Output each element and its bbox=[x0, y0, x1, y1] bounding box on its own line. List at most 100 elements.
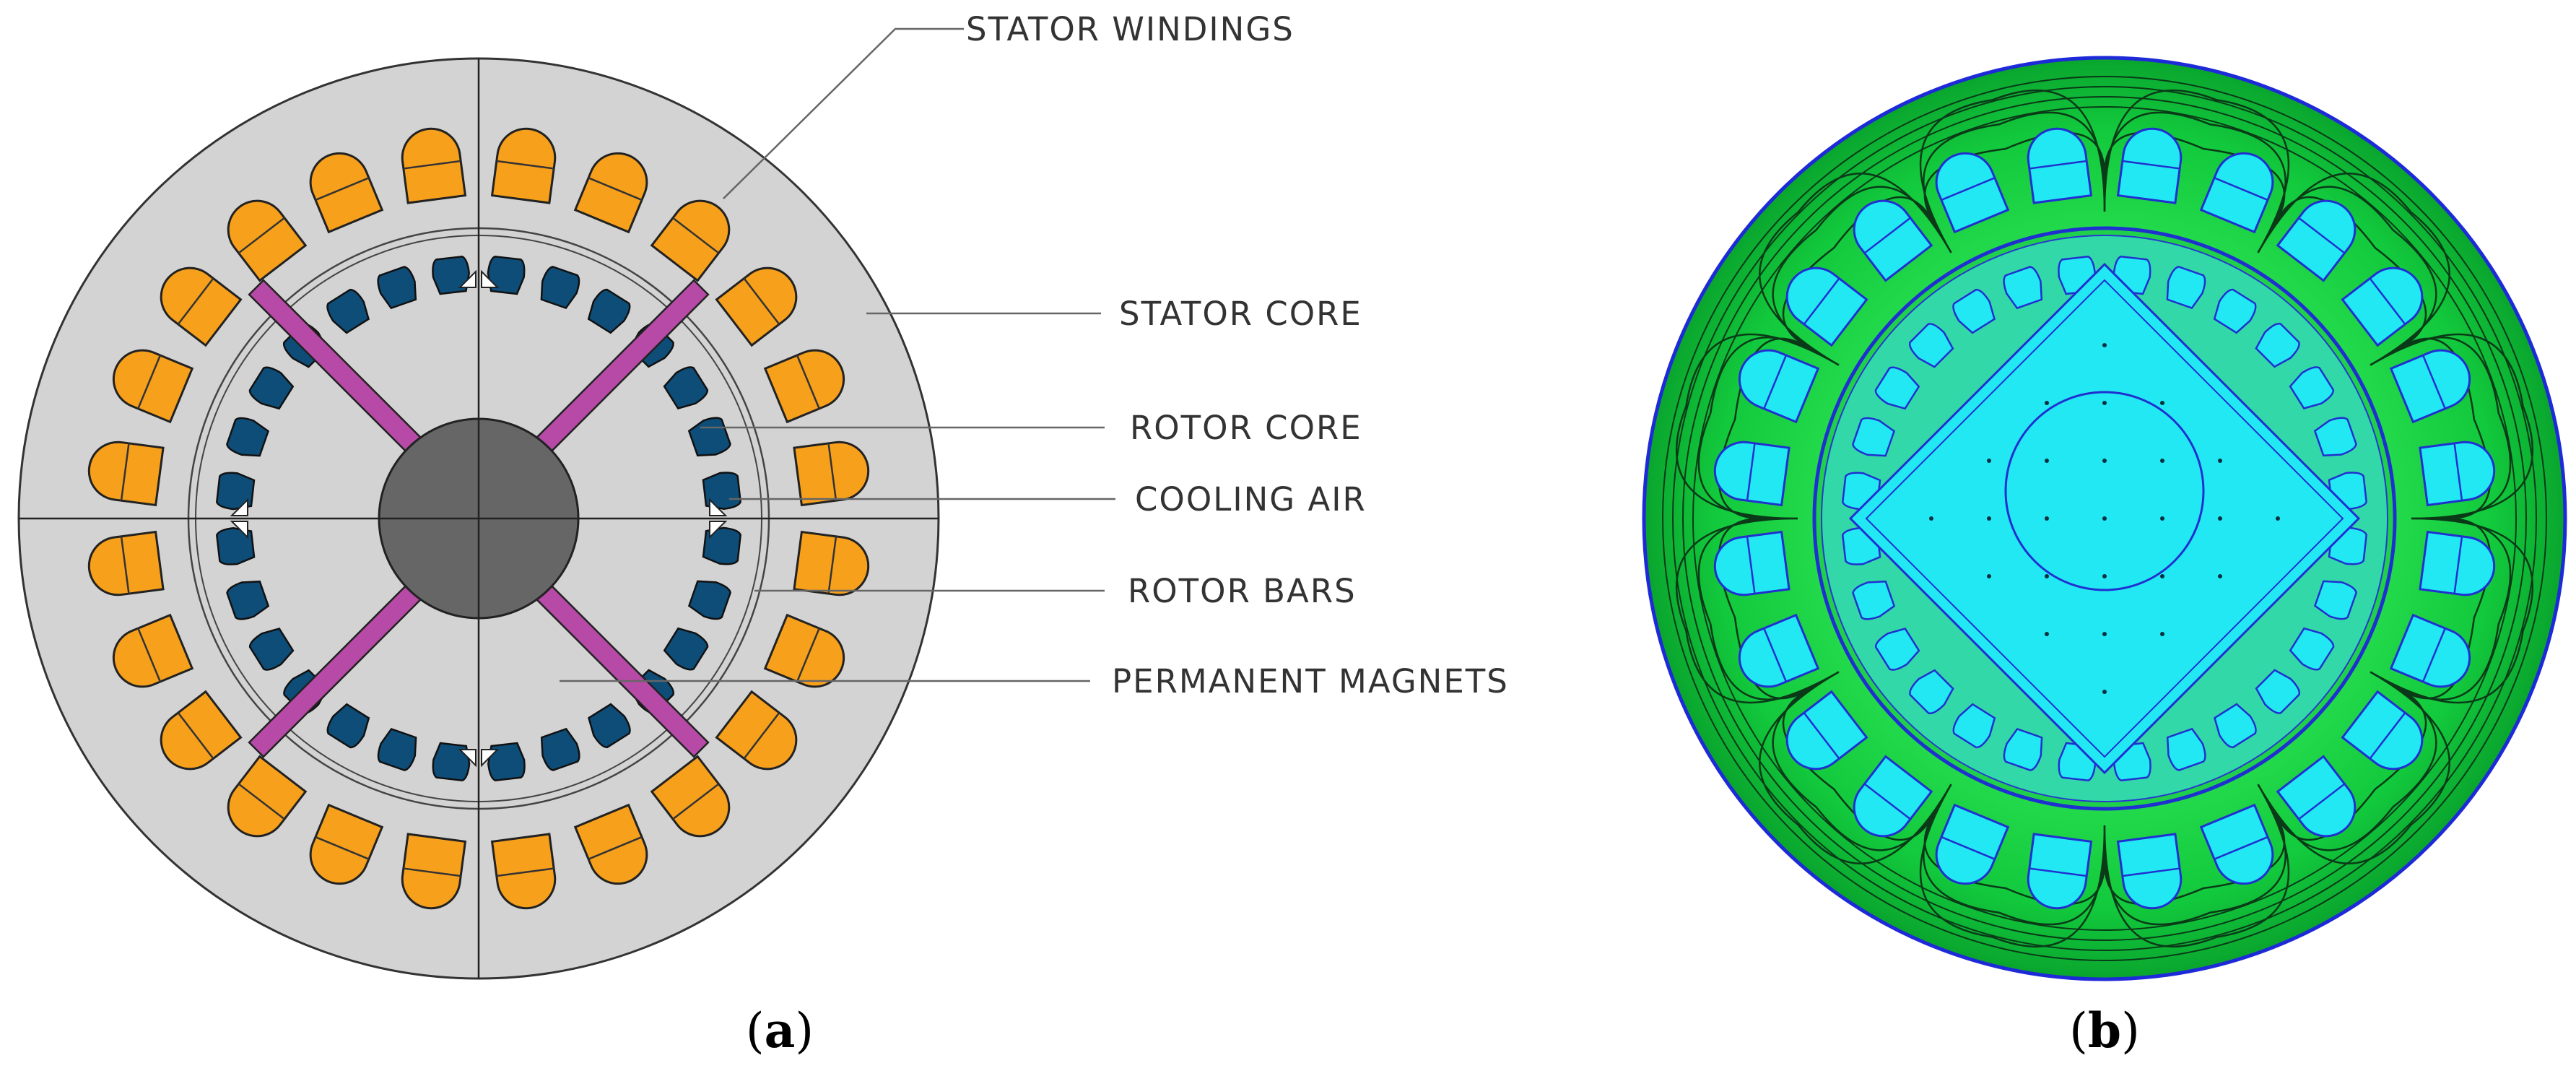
flux-line bbox=[2370, 333, 2534, 520]
field-vector-dot bbox=[2102, 459, 2107, 463]
flux-line bbox=[1782, 689, 1934, 841]
field-rotor-slot bbox=[2289, 366, 2335, 409]
stator-winding bbox=[650, 199, 731, 282]
field-rotor-slot bbox=[2214, 703, 2257, 749]
flux-line bbox=[2266, 680, 2437, 851]
cooling-air-gap bbox=[481, 269, 500, 288]
field-stator-slot bbox=[1935, 152, 2010, 234]
rotor-bar bbox=[226, 580, 270, 620]
field-vector-dot bbox=[2045, 516, 2049, 521]
stator-winding bbox=[309, 803, 384, 885]
field-stator-slot bbox=[1713, 441, 1790, 507]
field-stator-slot bbox=[2341, 690, 2424, 771]
stator-winding bbox=[112, 613, 194, 688]
field-rotor-slot bbox=[2255, 322, 2300, 368]
flux-lines-group bbox=[1662, 76, 2547, 961]
field-stator-slot bbox=[2199, 152, 2274, 234]
field-rotor-slot bbox=[2289, 627, 2335, 671]
field-stator-slot bbox=[2116, 127, 2183, 204]
flux-line bbox=[1923, 815, 2106, 906]
label-cooling-air: COOLING AIR bbox=[1135, 480, 1367, 519]
flux-line bbox=[1923, 799, 2106, 926]
field-vector-dot bbox=[2218, 516, 2222, 521]
field-rotor-slot bbox=[2213, 288, 2257, 334]
field-stator-slot bbox=[1853, 199, 1933, 282]
field-vector-dot bbox=[2160, 574, 2164, 578]
rotor-bar bbox=[326, 288, 370, 334]
field-stator-slot bbox=[1785, 690, 1868, 771]
stator-windings-group bbox=[87, 127, 870, 910]
stator-winding bbox=[763, 613, 845, 688]
field-shaft-contour bbox=[2004, 391, 2205, 591]
flux-line bbox=[1675, 333, 1840, 520]
stator-winding bbox=[763, 349, 845, 424]
field-rotor-slot bbox=[2003, 266, 2043, 310]
field-rotor-slot bbox=[1874, 366, 1920, 410]
flux-line bbox=[1697, 517, 1824, 700]
field-stator-slot bbox=[2389, 349, 2471, 424]
field-vector-dot bbox=[2276, 516, 2280, 521]
flux-line bbox=[1697, 337, 1824, 520]
field-vector-dot bbox=[2102, 516, 2107, 521]
flux-line bbox=[2401, 517, 2492, 700]
flux-line bbox=[2275, 689, 2427, 841]
flux-line bbox=[2266, 186, 2437, 357]
flux-line bbox=[1919, 784, 2106, 948]
stator-winding bbox=[793, 441, 870, 507]
field-vector-dot bbox=[1987, 516, 1991, 521]
flux-line bbox=[2370, 517, 2534, 704]
label-stator-windings: STATOR WINDINGS bbox=[966, 10, 1294, 48]
field-stator-slots bbox=[1713, 127, 2496, 910]
stator-winding bbox=[227, 755, 308, 838]
field-rotor-slots bbox=[1841, 255, 2368, 782]
field-simulation bbox=[1642, 56, 2567, 981]
field-stator-slot bbox=[2027, 127, 2093, 204]
flux-line bbox=[1675, 517, 1840, 704]
stator-winding bbox=[87, 441, 165, 507]
flux-line bbox=[2257, 173, 2450, 366]
label-rotor-bars: ROTOR BARS bbox=[1128, 572, 1357, 610]
field-rotor-slot bbox=[1852, 417, 1896, 457]
field-vector-dot bbox=[2160, 632, 2164, 636]
stator-winding bbox=[160, 266, 243, 347]
field-stator-slot bbox=[2199, 803, 2274, 885]
field-vector-dots bbox=[1929, 343, 2280, 694]
field-stator-slot bbox=[2276, 755, 2357, 838]
field-rotor-slot bbox=[2313, 417, 2357, 457]
flux-line bbox=[2257, 671, 2450, 864]
field-rotor-slot bbox=[1874, 628, 1920, 671]
rotor-bar bbox=[687, 580, 731, 620]
leader-stator-windings bbox=[723, 27, 964, 199]
flux-line bbox=[1923, 111, 2106, 238]
stator-winding bbox=[401, 833, 467, 910]
rotor-bar bbox=[226, 417, 270, 457]
field-rotor-slot bbox=[2255, 669, 2301, 714]
flux-line bbox=[1923, 131, 2106, 222]
rotor-bar bbox=[215, 527, 256, 565]
rotor-bar bbox=[487, 742, 526, 782]
label-permanent-magnets: PERMANENT MAGNETS bbox=[1112, 662, 1509, 700]
cooling-air-gap bbox=[709, 498, 728, 516]
flux-line bbox=[1718, 517, 1809, 700]
rotor-bar bbox=[540, 727, 580, 771]
field-stator-slot bbox=[1738, 349, 1820, 424]
field-stator-slot bbox=[2419, 441, 2496, 507]
field-stator-slot bbox=[1935, 803, 2010, 885]
field-vector-dot bbox=[2102, 574, 2107, 578]
field-rotor-slot bbox=[1952, 288, 1996, 334]
stator-winding bbox=[793, 530, 870, 596]
panel-label-b: (b) bbox=[2069, 1002, 2140, 1059]
field-vector-dot bbox=[2218, 574, 2222, 578]
field-rotor-slot bbox=[2313, 580, 2357, 620]
field-vector-dot bbox=[2102, 343, 2107, 347]
field-vector-dot bbox=[2045, 632, 2049, 636]
flux-line bbox=[1782, 196, 1934, 348]
stator-winding bbox=[490, 833, 557, 910]
flux-line bbox=[2401, 337, 2492, 520]
label-rotor-core: ROTOR CORE bbox=[1130, 409, 1362, 447]
cooling-air-gap bbox=[458, 269, 477, 288]
field-rotor-slot bbox=[2166, 727, 2206, 771]
flux-line bbox=[2103, 815, 2286, 906]
flux-line bbox=[2385, 337, 2512, 520]
flux-line bbox=[2275, 196, 2427, 348]
